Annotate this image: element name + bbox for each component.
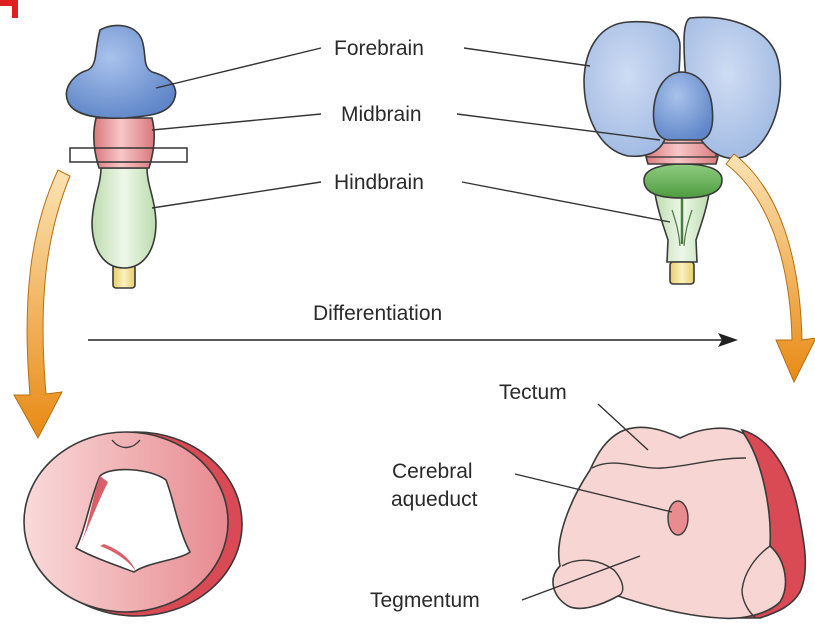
right-orange-arrow bbox=[726, 154, 815, 382]
aqueduct-label: aqueduct bbox=[391, 488, 478, 511]
embryonic-midbrain-section bbox=[24, 432, 242, 616]
corner-mark bbox=[0, 0, 18, 18]
forebrain-label: Forebrain bbox=[334, 37, 424, 60]
midbrain-label: Midbrain bbox=[341, 103, 422, 126]
adult-midbrain-section bbox=[553, 427, 805, 618]
differentiation-label: Differentiation bbox=[313, 302, 442, 325]
differentiation-arrow bbox=[88, 333, 738, 347]
tectum-label: Tectum bbox=[499, 381, 567, 404]
adult-spinal-cord bbox=[670, 262, 694, 284]
left-orange-arrow bbox=[14, 170, 70, 438]
embryonic-forebrain bbox=[66, 25, 175, 118]
cerebral-label: Cerebral bbox=[392, 460, 473, 483]
embryonic-hindbrain bbox=[92, 168, 156, 268]
tegmentum-label: Tegmentum bbox=[370, 589, 480, 612]
cerebral-aqueduct bbox=[668, 501, 688, 535]
hindbrain-label: Hindbrain bbox=[334, 171, 424, 194]
adult-brain bbox=[584, 17, 780, 284]
adult-cerebellum bbox=[644, 164, 722, 198]
embryonic-brain bbox=[66, 25, 187, 288]
embryonic-midbrain bbox=[94, 118, 154, 168]
